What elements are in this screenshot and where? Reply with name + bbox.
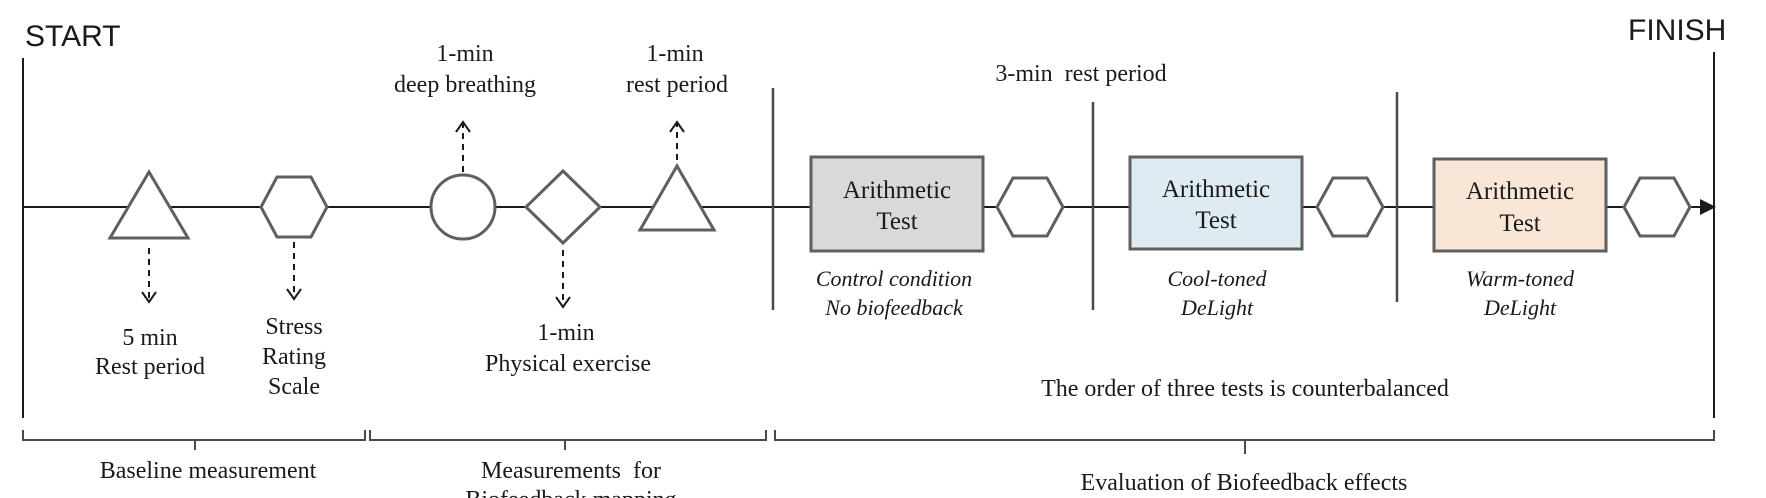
arithmetic-test-warm-line1: Arithmetic [1466,178,1574,205]
arithmetic-test-control-line1: Arithmetic [843,177,951,204]
test3-stress-hexagon [1622,176,1692,238]
timeline-arrowhead [1700,199,1716,215]
brace-baseline [22,430,366,450]
stress-scale-label-line1: Stress [265,314,322,340]
brace-evaluation [774,430,1715,454]
warm-condition-line1: Warm-toned [1466,266,1575,291]
phase-measurements-label-line1: Measurements for [481,458,661,484]
cool-condition-line2: DeLight [1180,295,1254,320]
finish-label: FINISH [1628,14,1726,47]
phase-baseline-label: Baseline measurement [100,458,317,484]
deep-breathing-circle [429,173,497,241]
rest-period-label-line2: Rest period [95,354,205,380]
rest-period-1min-arrowhead [669,120,685,133]
warm-condition-line2: DeLight [1483,295,1557,320]
start-label: START [25,20,121,53]
arithmetic-test-control-line2: Test [876,208,917,235]
control-condition-line1: Control condition [816,266,972,291]
stress-scale-hexagon [259,175,329,239]
stress-scale-label-line2: Rating [262,344,326,370]
deep-breathing-arrowhead [455,120,471,133]
arithmetic-test-cool-line2: Test [1195,207,1236,234]
stress-scale-arrowhead [286,288,302,301]
arithmetic-test-cool-line1: Arithmetic [1162,176,1270,203]
test1-stress-hexagon [995,176,1065,238]
phase-measurements-label-line2: Biofeedback mapping [465,487,676,498]
stress-scale-label-line3: Scale [268,374,320,400]
evaluation-rest-period-label: 3-min rest period [995,61,1166,87]
physical-exercise-arrowhead [555,296,571,309]
rest-period-1min-label-line1: 1-min [646,41,703,67]
deep-breathing-label-line1: 1-min [436,41,493,67]
arithmetic-test-box-control [809,155,985,253]
control-condition-line2: No biofeedback [824,295,964,320]
physical-exercise-label-line2: Physical exercise [485,351,651,377]
deep-breathing-label-line2: deep breathing [394,72,536,98]
physical-exercise-diamond [523,168,603,246]
phase-evaluation-label: Evaluation of Biofeedback effects [1081,470,1408,496]
arithmetic-test-warm-line2: Test [1499,210,1540,237]
rest-period-label-line1: 5 min [122,325,177,351]
physical-exercise-label-line1: 1-min [537,320,594,346]
arithmetic-test-box-warm [1432,157,1608,253]
arithmetic-test-box-cool [1128,155,1304,251]
test2-stress-hexagon [1315,176,1385,238]
rest-period-1min-triangle [637,163,717,232]
counterbalance-note: The order of three tests is counterbalan… [1041,376,1449,402]
rest-period-triangle [107,169,191,240]
brace-measurements [369,430,767,450]
cool-condition-line1: Cool-toned [1168,266,1268,291]
rest-period-1min-label-line2: rest period [626,72,728,98]
rest-period-arrowhead [141,291,157,304]
